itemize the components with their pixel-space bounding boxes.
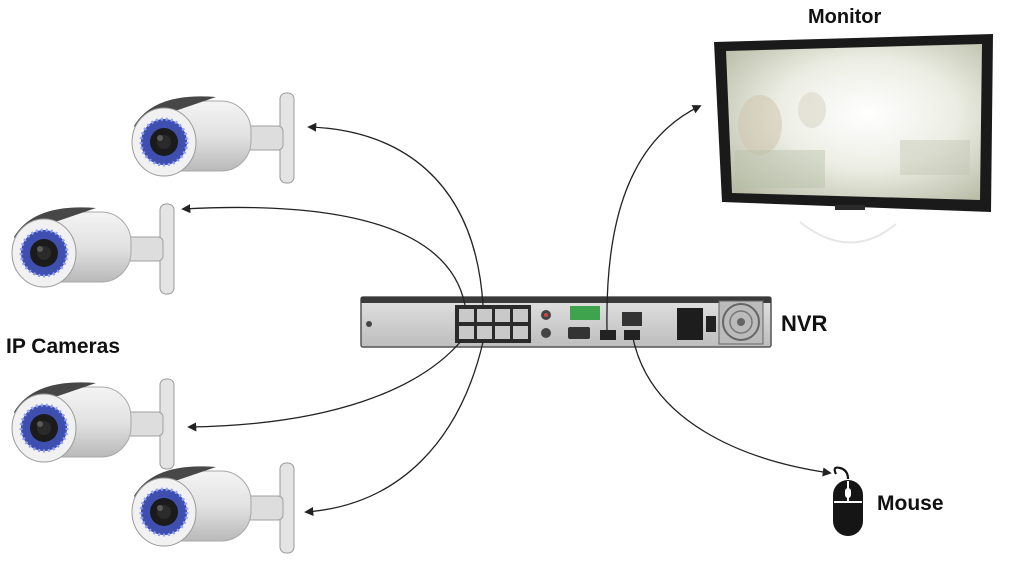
- monitor-label: Monitor: [808, 6, 882, 28]
- nvr-label: NVR: [781, 311, 828, 336]
- link-nvr-camera-2: [181, 204, 466, 306]
- link-nvr-monitor: [606, 105, 702, 331]
- link-nvr-camera-4: [304, 341, 484, 516]
- camera-3: [10, 377, 176, 471]
- mouse-label: Mouse: [877, 492, 944, 515]
- link-nvr-mouse: [632, 337, 832, 477]
- nvr-recorder-icon: [360, 296, 772, 348]
- camera-2: [10, 202, 176, 296]
- camera-4: [130, 461, 296, 555]
- link-nvr-camera-1: [307, 122, 484, 306]
- ip-cameras-label: IP Cameras: [6, 335, 121, 358]
- monitor-icon: [714, 34, 993, 244]
- camera-1: [130, 91, 296, 185]
- mouse-icon: [833, 466, 863, 536]
- link-nvr-camera-3: [187, 339, 463, 432]
